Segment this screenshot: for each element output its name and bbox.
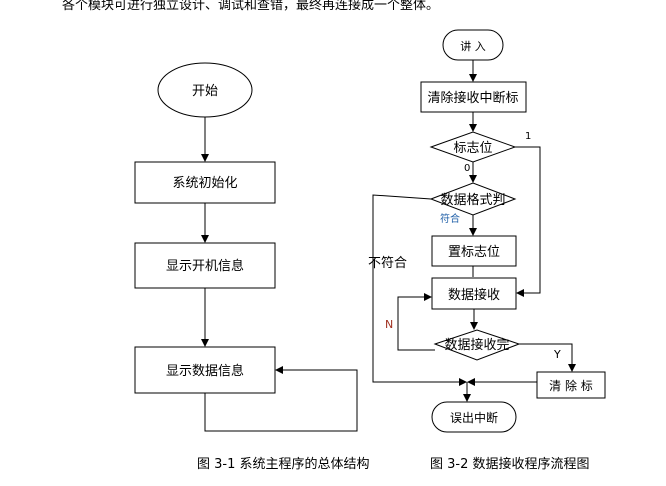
loop-line <box>204 366 358 432</box>
label-1: 1 <box>525 131 531 142</box>
clear-flag-label: 清除接收中断标 <box>427 90 518 106</box>
body-text: 各个模块可进行独立设计、调试和查错，最终再连接成一个整体。 <box>62 0 440 13</box>
clear-flag-box <box>420 81 527 113</box>
clear-label: 清 除 标 <box>549 378 593 393</box>
label-0: 0 <box>464 163 470 174</box>
receive-box <box>431 277 517 310</box>
figure2-caption: 图 3-2 数据接收程序流程图 <box>430 456 590 472</box>
label-nomatch: 不符合 <box>368 255 407 271</box>
step-label: 系统初始化 <box>172 176 237 191</box>
set-flag-label: 置标志位 <box>448 245 500 260</box>
receive-done-label: 数据接收完 <box>444 337 509 353</box>
enter-label: 讲 入 <box>460 39 486 53</box>
start-label: 开始 <box>192 84 218 99</box>
figure1-caption: 图 3-1 系统主程序的总体结构 <box>197 456 370 472</box>
format-check-label: 数据格式判 <box>440 192 505 208</box>
step-boot-info-box <box>134 242 276 289</box>
flag-check-label: 标志位 <box>453 141 492 156</box>
label-n: N <box>385 318 393 331</box>
receive-label: 数据接收 <box>448 287 500 303</box>
set-flag-box <box>431 235 517 267</box>
step-data-info-box <box>134 346 276 394</box>
exit-label: 误出中断 <box>450 410 498 425</box>
format-check-diamond <box>429 182 517 216</box>
step-init-box <box>134 161 276 204</box>
clear-box <box>536 371 606 399</box>
exit-terminal <box>431 401 517 433</box>
step-label: 显示开机信息 <box>166 258 244 274</box>
step-label: 显示数据信息 <box>166 363 244 379</box>
label-match: 符合 <box>440 212 460 225</box>
label-y: Y <box>553 348 561 361</box>
